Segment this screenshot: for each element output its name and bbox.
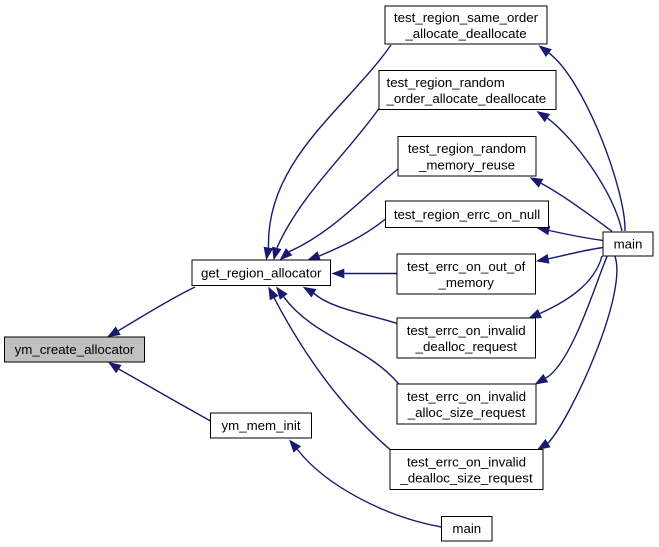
svg-text:_dealloc_size_request: _dealloc_size_request [399,471,533,486]
svg-text:_order_allocate_deallocate: _order_allocate_deallocate [386,91,547,106]
svg-text:main: main [452,521,481,536]
svg-text:_allocate_deallocate: _allocate_deallocate [404,26,526,41]
svg-text:_memory_reuse: _memory_reuse [418,157,515,172]
svg-text:_memory: _memory [437,275,494,290]
svg-text:main: main [614,237,643,252]
svg-text:test_errc_on_invalid: test_errc_on_invalid [407,323,526,338]
svg-text:test_region_same_order: test_region_same_order [394,10,539,25]
svg-text:test_errc_on_out_of: test_errc_on_out_of [407,259,526,274]
svg-text:test_region_random: test_region_random [387,75,505,90]
svg-text:test_errc_on_invalid: test_errc_on_invalid [407,389,526,404]
svg-text:_dealloc_request: _dealloc_request [415,339,518,354]
svg-text:test_region_errc_on_null: test_region_errc_on_null [394,207,540,222]
svg-text:ym_mem_init: ym_mem_init [221,418,300,433]
svg-text:test_errc_on_invalid: test_errc_on_invalid [407,454,526,469]
svg-text:test_region_random: test_region_random [408,141,526,156]
svg-text:get_region_allocator: get_region_allocator [201,265,322,280]
svg-text:_alloc_size_request: _alloc_size_request [407,405,526,420]
svg-text:ym_create_allocator: ym_create_allocator [15,342,135,357]
